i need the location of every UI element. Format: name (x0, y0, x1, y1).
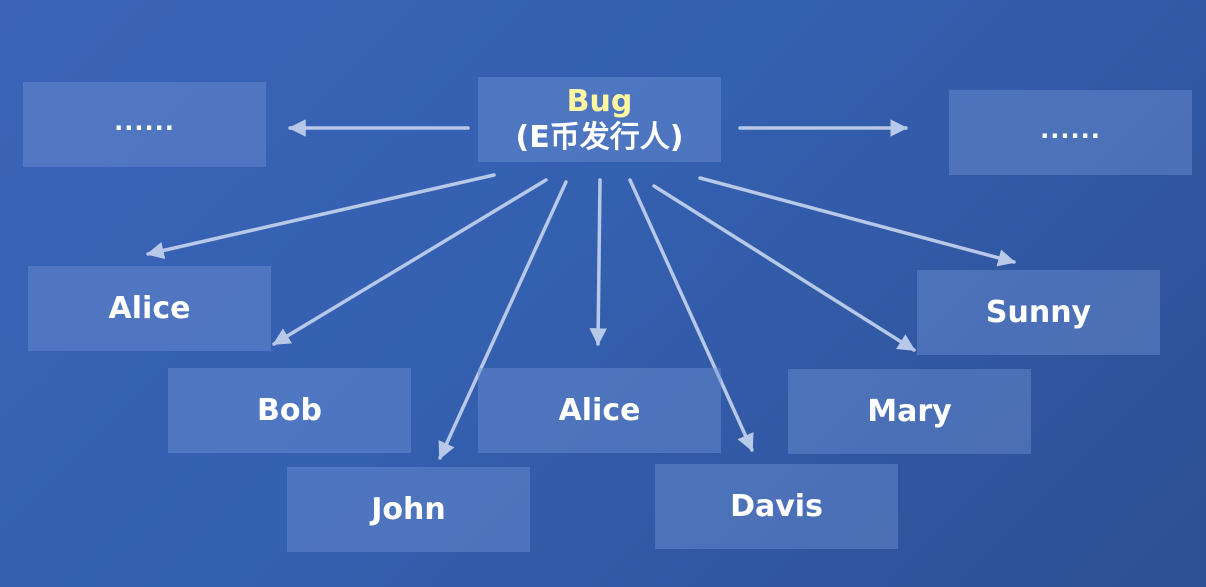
recipient-node-mary: Mary (788, 369, 1031, 454)
recipient-node-davis: Davis (655, 464, 898, 549)
arrow-to-alice-2 (589, 178, 607, 346)
arrow-to-mary (652, 184, 916, 352)
arrow-to-bob (272, 178, 548, 346)
issuer-name: Bug (566, 83, 633, 119)
arrow-to-john (438, 180, 568, 460)
recipient-node-bob: Bob (168, 368, 411, 453)
arrow-to-davis (628, 178, 754, 452)
right-ellipsis-node: ...... (949, 90, 1192, 175)
arrow-to-sunny (698, 176, 1016, 267)
arrow-to-alice-1 (146, 173, 496, 260)
issuer-role: (E币发行人) (515, 119, 684, 155)
recipient-node-alice-2: Alice (478, 368, 721, 453)
recipient-node-john: John (287, 467, 530, 552)
issuer-node: Bug (E币发行人) (478, 77, 721, 162)
left-ellipsis-node: ...... (23, 82, 266, 167)
recipient-node-alice-1: Alice (28, 266, 271, 351)
recipient-node-sunny: Sunny (917, 270, 1160, 355)
